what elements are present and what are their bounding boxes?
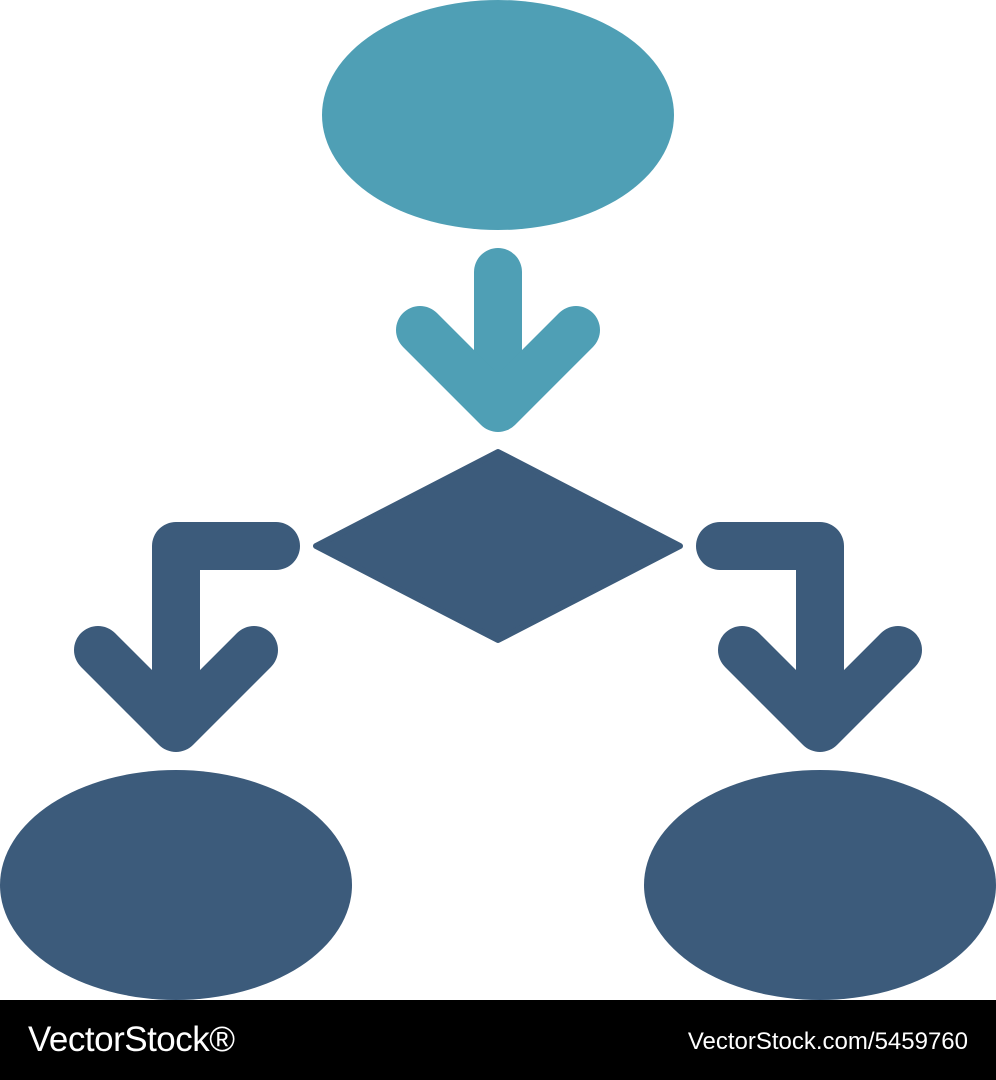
end-node-right-ellipse	[644, 770, 996, 1000]
start-node-ellipse	[322, 0, 674, 230]
watermark-logo: VectorStock®	[28, 1020, 235, 1059]
end-node-left-ellipse	[0, 770, 352, 1000]
arrow-decision-to-right	[696, 522, 922, 752]
arrow-start-to-decision	[396, 248, 600, 432]
watermark-bar: VectorStock® VectorStock.com/5459760	[0, 1000, 996, 1080]
flowchart-diagram	[0, 0, 996, 1000]
watermark-image-id: VectorStock.com/5459760	[687, 1028, 968, 1055]
arrow-decision-to-left	[74, 522, 300, 752]
decision-node-diamond	[313, 449, 683, 643]
